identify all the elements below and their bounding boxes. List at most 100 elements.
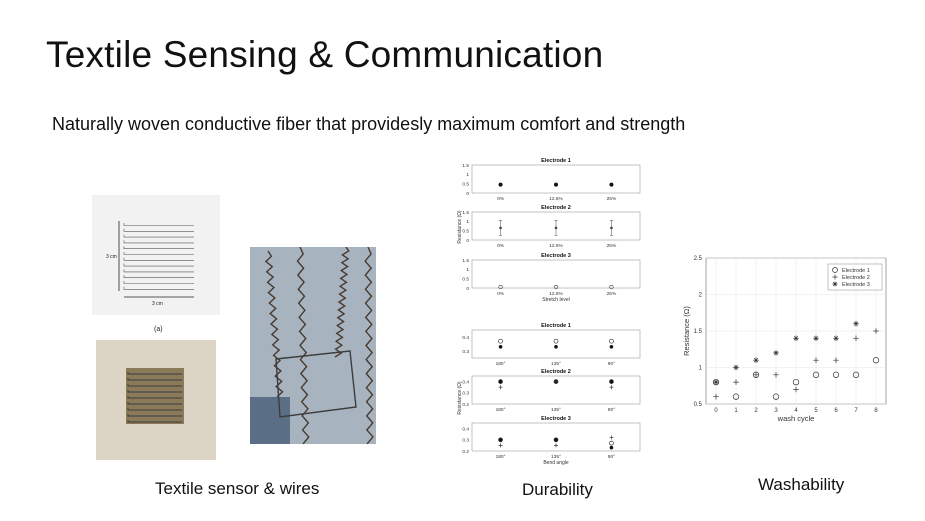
- sensor-diagram-figure: 3 cm 3 cm (a): [92, 195, 220, 335]
- data-point: [553, 338, 559, 344]
- weave-row: [123, 234, 194, 238]
- data-point: [753, 357, 759, 363]
- data-point: [873, 328, 879, 334]
- y-axis-label: Resistance (Ω): [457, 210, 463, 244]
- patch-row: [127, 372, 182, 375]
- data-point: [609, 379, 614, 384]
- patch-row: [127, 420, 182, 423]
- weave-row: [123, 257, 194, 261]
- y-tick-label: 1: [466, 172, 469, 178]
- y-tick-label: 2.5: [694, 256, 703, 262]
- data-point: [554, 379, 558, 384]
- caption-durability: Durability: [522, 480, 593, 499]
- data-point: [609, 435, 614, 440]
- weave-row: [123, 240, 194, 244]
- panel-title: Electrode 1: [541, 158, 571, 164]
- data-point: [553, 284, 559, 290]
- legend-marker: [832, 274, 838, 280]
- data-point: [713, 393, 719, 400]
- x-tick-label: 5: [814, 408, 818, 414]
- weave-row: [123, 228, 194, 232]
- x-tick-label: 180°: [496, 361, 506, 367]
- x-tick-label: 180°: [496, 407, 506, 413]
- conductive-wires: [264, 246, 374, 445]
- x-tick-label: 12.5%: [549, 291, 563, 297]
- data-point: [609, 440, 614, 446]
- data-point: [852, 371, 860, 378]
- sensor-patch-stitching: [127, 372, 182, 423]
- legend-marker: [832, 281, 838, 287]
- legend-label: Electrode 2: [842, 275, 870, 281]
- data-point: [609, 345, 614, 349]
- y-tick-label: 0: [466, 191, 469, 197]
- x-tick-label: 3: [774, 408, 778, 414]
- x-tick-label: 0: [714, 408, 718, 414]
- sensor-photo: [96, 340, 216, 460]
- x-tick-label: 25%: [607, 196, 617, 202]
- data-point: [812, 371, 820, 378]
- x-tick-label: 0%: [497, 196, 505, 202]
- data-point: [773, 350, 779, 356]
- panel-frame: [471, 164, 641, 194]
- data-point: [498, 437, 503, 443]
- data-point: [813, 335, 819, 342]
- patch-row: [127, 408, 182, 411]
- y-tick-label: 0.5: [694, 402, 703, 408]
- y-tick-label: 1: [466, 267, 469, 273]
- data-point: [609, 445, 614, 450]
- x-tick-label: 12.5%: [549, 243, 563, 249]
- slide-title: Textile Sensing & Communication: [46, 34, 604, 75]
- x-axis-label: Stretch level: [542, 297, 570, 303]
- woven-pattern: [123, 223, 194, 290]
- x-tick-label: 4: [794, 408, 798, 414]
- x-tick-label: 135°: [551, 454, 561, 460]
- weave-row: [123, 281, 194, 284]
- x-tick-label: 135°: [551, 361, 561, 367]
- data-point: [813, 357, 819, 363]
- data-point: [498, 182, 503, 187]
- sensor-patch: [126, 368, 184, 424]
- panel-frame: [471, 422, 641, 452]
- x-tick-label: 25%: [607, 291, 617, 297]
- chart-panel: Electrode 11.510.500%12.5%25%: [462, 158, 641, 202]
- chart-panel: Electrode 21.510.500%12.5%25%: [462, 205, 641, 249]
- data-point: [609, 385, 614, 390]
- data-point: [609, 379, 614, 384]
- y-tick-label: 1.5: [462, 210, 469, 216]
- panel-title: Electrode 1: [541, 323, 571, 329]
- data-point: [773, 372, 779, 378]
- data-point: [772, 393, 780, 400]
- panel-label: (a): [154, 326, 163, 333]
- x-tick-label: 0%: [497, 243, 505, 249]
- x-tick-label: 1: [734, 408, 738, 414]
- panel-title: Electrode 3: [541, 416, 571, 422]
- y-tick-label: 0.4: [462, 335, 469, 341]
- x-tick-label: 90°: [608, 407, 615, 413]
- weave-row: [123, 223, 194, 226]
- legend-label: Electrode 1: [842, 268, 870, 274]
- panel-frame: [471, 211, 641, 241]
- data-point: [733, 379, 739, 385]
- legend-marker: [832, 267, 838, 273]
- y-tick-label: 0: [466, 238, 469, 244]
- y-tick-label: 0.3: [462, 438, 469, 444]
- y-tick-label: 0.4: [462, 379, 469, 385]
- data-point: [833, 357, 839, 363]
- y-tick-label: 0.3: [462, 391, 469, 397]
- y-tick-label: 1.5: [462, 163, 469, 169]
- data-point: [498, 385, 503, 390]
- data-point: [713, 379, 719, 385]
- x-axis-label: Bend angle: [543, 460, 569, 466]
- x-tick-label: 90°: [608, 454, 615, 460]
- y-tick-label: 0.4: [462, 426, 469, 432]
- data-point: [872, 357, 880, 364]
- caption-sensor: Textile sensor & wires: [155, 479, 320, 498]
- patch-row: [127, 396, 182, 399]
- x-tick-label: 180°: [496, 454, 506, 460]
- patch-row: [127, 384, 182, 387]
